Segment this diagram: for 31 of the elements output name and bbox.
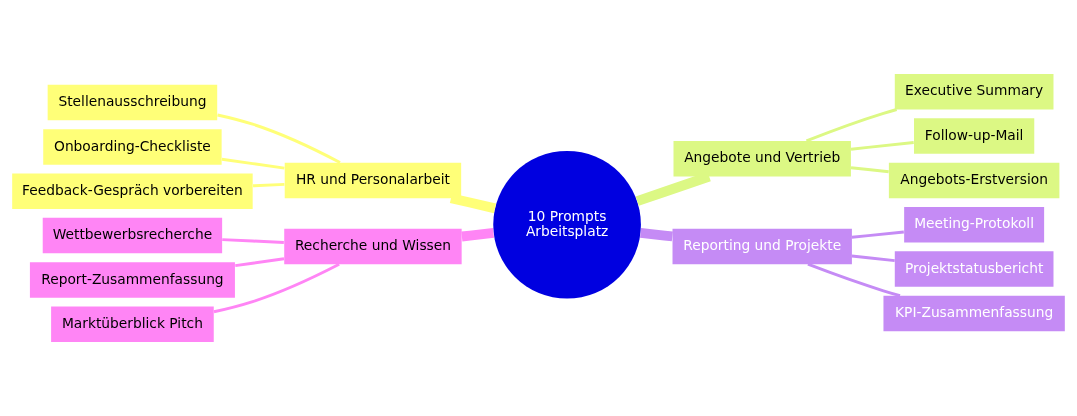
node-box: Executive Summary: [894, 73, 1054, 110]
connector: [851, 230, 904, 239]
connector: [807, 262, 901, 298]
connector: [461, 228, 494, 242]
node-box: HR und Personalarbeit: [284, 162, 462, 199]
node-box: Angebots-Erstversion: [888, 162, 1060, 199]
connector: [221, 157, 285, 170]
connector: [851, 254, 895, 263]
node-box: Follow-up-Mail: [914, 118, 1035, 154]
node-box: KPI-Zusammenfassung: [883, 295, 1065, 332]
node-box: Onboarding-Checkliste: [43, 129, 222, 165]
node-box: Feedback-Gespräch vorbereiten: [12, 173, 253, 209]
connector: [640, 228, 673, 242]
node-box: Reporting und Projekte: [672, 228, 852, 265]
node-box: Report-Zusammenfassung: [29, 262, 235, 298]
connector: [252, 182, 285, 188]
connector: [850, 166, 889, 174]
node-box: Meeting-Protokoll: [904, 207, 1045, 243]
connector: [217, 113, 341, 164]
node-box: Marktüberblick Pitch: [51, 306, 214, 343]
connector: [805, 108, 898, 143]
node-circle: 10 Prompts Arbeitsplatz: [493, 150, 641, 299]
node-box: Recherche und Wissen: [284, 228, 462, 265]
node-box: Angebote und Vertrieb: [673, 140, 851, 177]
connector: [222, 238, 284, 244]
node-box: Projektstatusbericht: [894, 251, 1054, 287]
connector: [235, 257, 285, 268]
connector: [213, 262, 340, 314]
node-box: Stellenausschreibung: [47, 84, 218, 121]
connector: [850, 141, 914, 151]
node-box: Wettbewerbsrecherche: [42, 217, 223, 254]
